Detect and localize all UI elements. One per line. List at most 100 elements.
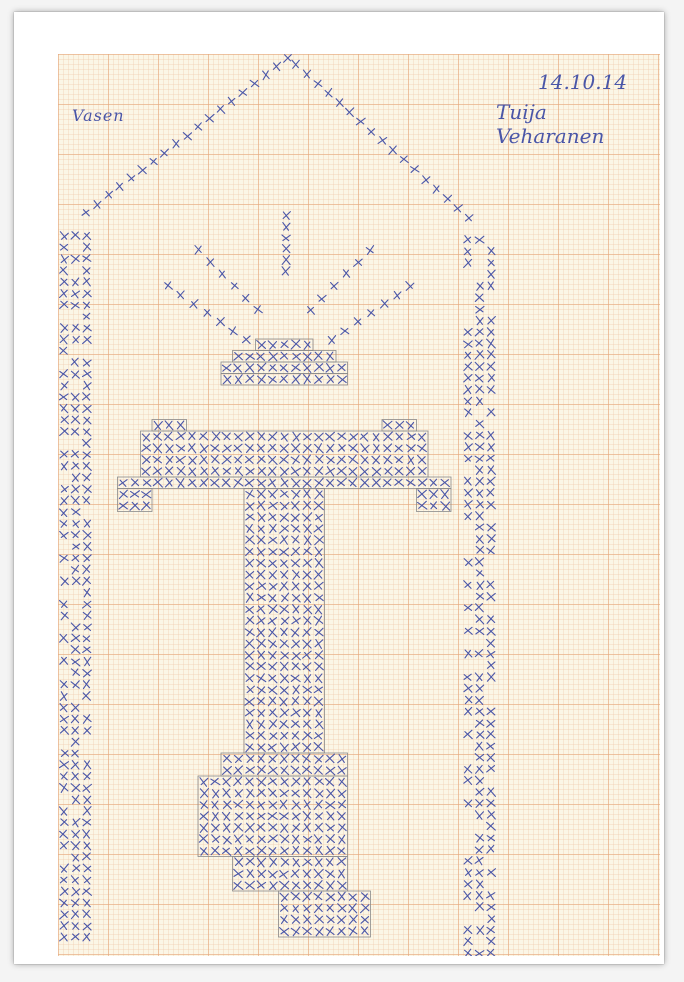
cross-stitch-mark xyxy=(200,778,208,787)
cross-stitch-mark xyxy=(257,802,264,810)
cross-stitch-mark xyxy=(246,524,254,533)
cross-stitch-mark xyxy=(292,824,300,833)
cross-stitch-mark xyxy=(71,371,79,378)
cross-stitch-mark xyxy=(84,543,92,551)
cross-stitch-mark xyxy=(71,496,79,504)
cross-stitch-mark xyxy=(257,594,265,600)
cross-stitch-mark xyxy=(291,514,299,521)
cross-stitch-mark xyxy=(315,927,323,936)
cross-stitch-mark xyxy=(433,185,439,193)
cross-stitch-mark xyxy=(119,502,128,509)
cross-stitch-mark xyxy=(315,433,323,441)
cross-stitch-mark xyxy=(384,455,392,463)
cross-stitch-mark xyxy=(281,560,288,568)
cross-stitch-mark xyxy=(268,490,277,499)
cross-stitch-mark xyxy=(60,404,67,412)
cross-stitch-mark xyxy=(372,468,381,476)
cross-stitch-mark xyxy=(71,232,80,239)
cross-stitch-mark xyxy=(83,888,92,895)
cross-stitch-mark xyxy=(487,788,495,796)
cross-stitch-mark xyxy=(183,133,191,140)
cross-stitch-mark xyxy=(384,444,392,452)
cross-stitch-mark xyxy=(360,479,368,487)
cross-stitch-mark xyxy=(378,137,387,144)
cross-stitch-mark xyxy=(83,636,90,642)
cross-stitch-mark xyxy=(338,433,346,439)
cross-stitch-mark xyxy=(204,310,211,317)
cross-stitch-mark xyxy=(242,336,250,344)
cross-stitch-mark xyxy=(429,490,438,499)
cross-stitch-mark xyxy=(464,604,471,610)
cross-stitch-mark xyxy=(211,479,220,487)
cross-stitch-mark xyxy=(338,869,344,877)
cross-stitch-mark xyxy=(61,612,68,620)
cross-stitch-mark xyxy=(280,467,288,476)
cross-stitch-mark xyxy=(71,485,79,493)
cross-stitch-mark xyxy=(475,558,483,566)
cross-stitch-mark xyxy=(487,720,495,727)
cross-stitch-mark xyxy=(476,834,484,842)
cross-stitch-mark xyxy=(338,927,345,935)
cross-stitch-mark xyxy=(487,616,495,624)
cross-stitch-mark xyxy=(245,432,254,440)
cross-stitch-mark xyxy=(315,651,323,659)
cross-stitch-mark xyxy=(72,934,79,940)
cross-stitch-mark xyxy=(292,813,300,820)
cross-stitch-mark xyxy=(475,650,482,657)
cross-stitch-mark xyxy=(337,812,345,820)
cross-stitch-mark xyxy=(304,915,311,924)
cross-stitch-mark xyxy=(269,662,277,670)
cross-stitch-mark xyxy=(280,502,288,509)
cross-stitch-mark xyxy=(418,455,426,464)
cross-stitch-mark xyxy=(476,708,484,715)
cross-stitch-mark xyxy=(291,340,300,349)
cross-stitch-mark xyxy=(127,174,135,181)
cross-stitch-mark xyxy=(283,223,290,231)
cross-stitch-mark xyxy=(292,732,299,740)
cross-stitch-mark xyxy=(488,259,494,266)
cross-stitch-mark xyxy=(116,183,123,191)
cross-stitch-mark xyxy=(83,462,91,470)
cross-stitch-mark xyxy=(488,466,495,475)
cross-stitch-mark xyxy=(280,375,287,383)
cross-stitch-mark xyxy=(189,468,196,476)
cross-stitch-mark xyxy=(281,478,288,486)
cross-stitch-mark xyxy=(341,328,349,334)
cross-stitch-mark xyxy=(105,191,112,198)
cross-stitch-mark xyxy=(160,149,168,157)
cross-stitch-mark xyxy=(280,548,289,556)
cross-stitch-mark xyxy=(475,375,483,382)
cross-stitch-mark xyxy=(257,582,266,589)
cross-stitch-mark xyxy=(315,858,322,867)
cross-stitch-mark xyxy=(303,467,310,475)
cross-stitch-mark xyxy=(292,582,299,590)
cross-stitch-mark xyxy=(71,842,80,850)
cross-stitch-mark xyxy=(236,467,243,476)
cross-stitch-mark xyxy=(338,444,345,451)
cross-stitch-mark xyxy=(72,324,79,332)
cross-stitch-mark xyxy=(476,536,483,544)
cross-stitch-mark xyxy=(407,433,415,440)
cross-stitch-mark xyxy=(60,657,68,664)
cross-stitch-mark xyxy=(441,502,450,510)
cross-stitch-mark xyxy=(60,335,68,344)
cross-stitch-mark xyxy=(176,445,184,452)
cross-stitch-mark xyxy=(315,536,324,545)
cross-stitch-mark xyxy=(337,916,346,924)
cross-stitch-mark xyxy=(269,365,276,371)
cross-stitch-mark xyxy=(281,766,289,775)
cross-stitch-mark xyxy=(246,801,254,809)
cross-stitch-mark xyxy=(349,478,357,486)
cross-stitch-mark xyxy=(83,243,90,251)
cross-stitch-mark xyxy=(327,904,333,911)
cross-stitch-mark xyxy=(338,790,346,798)
cross-stitch-mark xyxy=(475,742,483,750)
cross-stitch-mark xyxy=(60,555,68,562)
cross-stitch-mark xyxy=(83,325,91,332)
cross-stitch-mark xyxy=(60,634,68,642)
cross-stitch-mark xyxy=(476,420,484,427)
cross-stitch-mark xyxy=(315,594,324,601)
cross-stitch-mark xyxy=(84,588,90,596)
cross-stitch-mark xyxy=(476,800,483,808)
cross-stitch-mark xyxy=(476,685,484,693)
